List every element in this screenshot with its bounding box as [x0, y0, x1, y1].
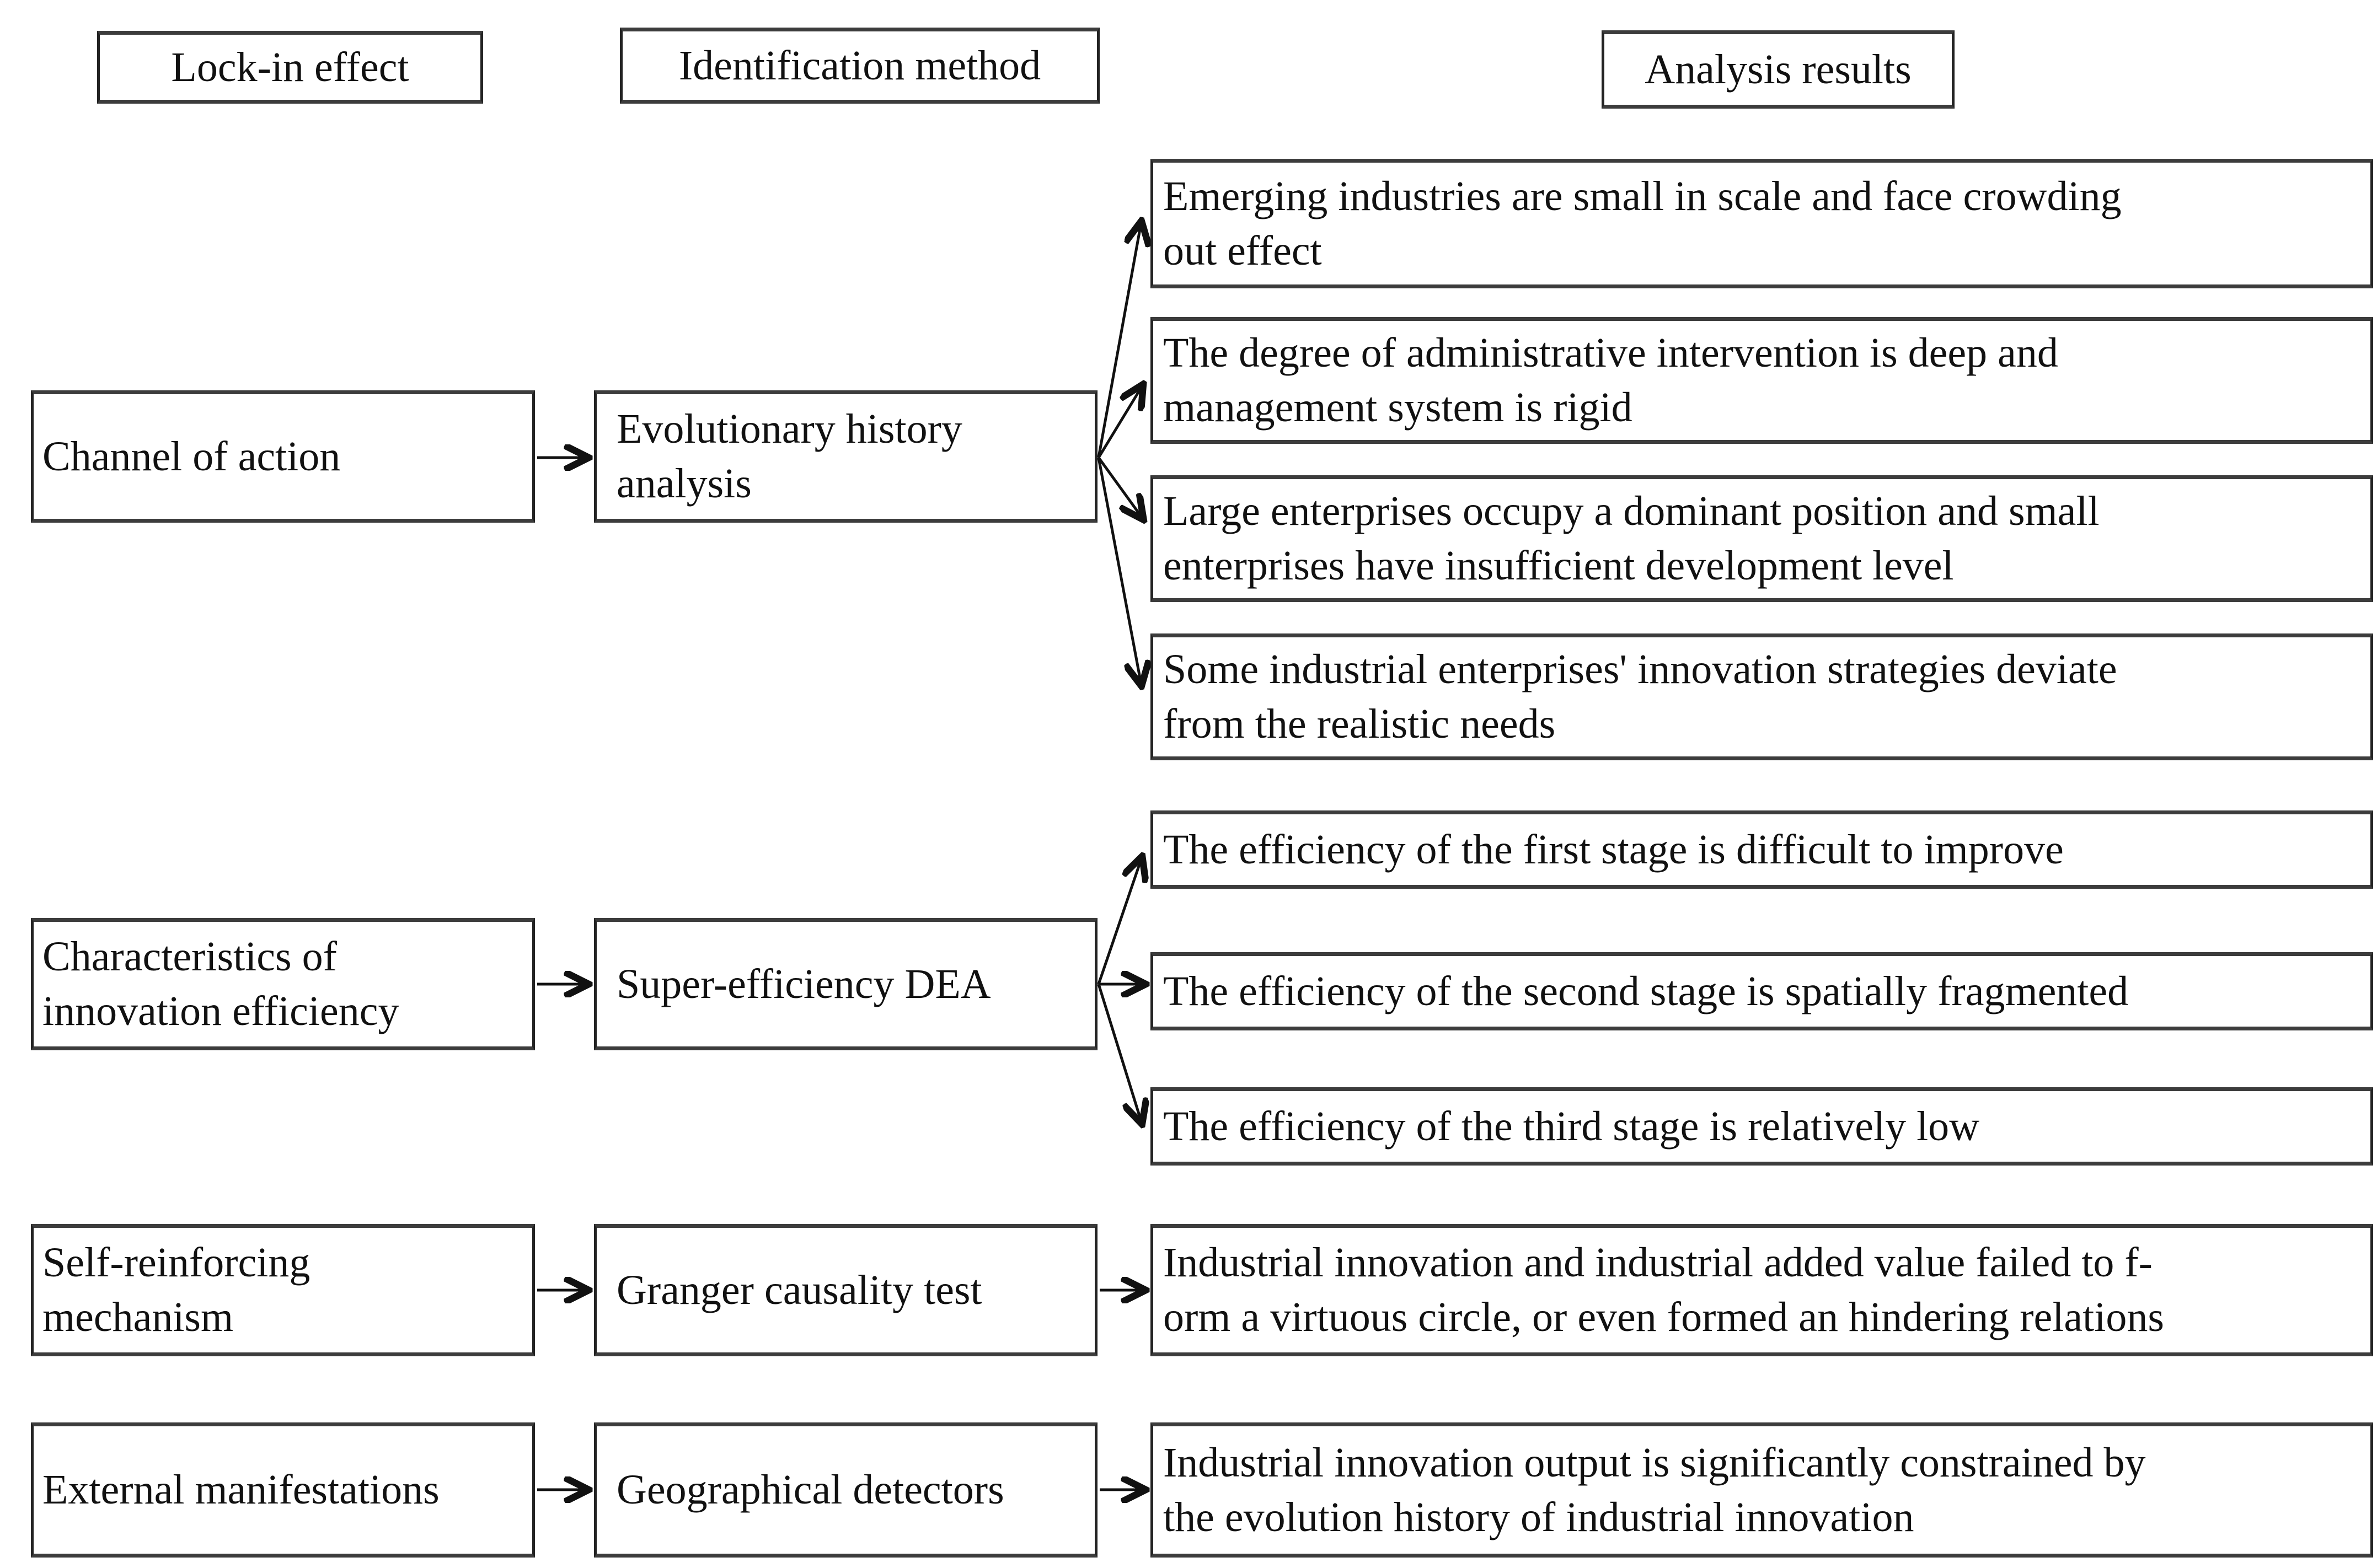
result-box-innovation-output-constrained: Industrial innovation output is signific…	[1150, 1422, 2373, 1558]
result-box-emerging-industries: Emerging industries are small in scale a…	[1150, 159, 2373, 288]
arrow-method1-to-result4	[1097, 457, 1141, 681]
effect-box-external-manifestations: External manifestations	[31, 1422, 535, 1558]
effect-box-self-reinforcing-mechanism: Self-reinforcing mechanism	[31, 1224, 535, 1356]
method-box-evolutionary-history-analysis: Evolutionary history analysis	[594, 390, 1098, 523]
header-lock-in-effect: Lock-in effect	[97, 31, 483, 104]
effect-box-channel-of-action: Channel of action	[31, 390, 535, 523]
result-box-administrative-intervention: The degree of administrative interventio…	[1150, 317, 2373, 444]
result-box-virtuous-circle-failed: Industrial innovation and industrial add…	[1150, 1224, 2373, 1356]
method-box-granger-causality-test: Granger causality test	[594, 1224, 1098, 1356]
effect-box-characteristics-innovation-efficiency: Characteristics of innovation efficiency	[31, 918, 535, 1050]
arrow-method1-to-result2	[1097, 389, 1141, 459]
result-box-third-stage-efficiency: The efficiency of the third stage is rel…	[1150, 1087, 2373, 1166]
result-box-large-enterprises-dominant: Large enterprises occupy a dominant posi…	[1150, 475, 2373, 602]
result-box-first-stage-efficiency: The efficiency of the first stage is dif…	[1150, 810, 2373, 889]
method-box-super-efficiency-dea: Super-efficiency DEA	[594, 918, 1098, 1050]
header-analysis-results: Analysis results	[1602, 30, 1955, 109]
result-box-second-stage-efficiency: The efficiency of the second stage is sp…	[1150, 952, 2373, 1030]
method-box-geographical-detectors: Geographical detectors	[594, 1422, 1098, 1558]
result-box-innovation-strategies-deviate: Some industrial enterprises' innovation …	[1150, 633, 2373, 760]
header-identification-method: Identification method	[620, 28, 1100, 104]
arrow-method2-to-result5	[1097, 861, 1141, 985]
arrow-method2-to-result7	[1097, 984, 1141, 1119]
arrow-method1-to-result3	[1097, 457, 1141, 515]
arrow-method1-to-result1	[1097, 226, 1141, 458]
